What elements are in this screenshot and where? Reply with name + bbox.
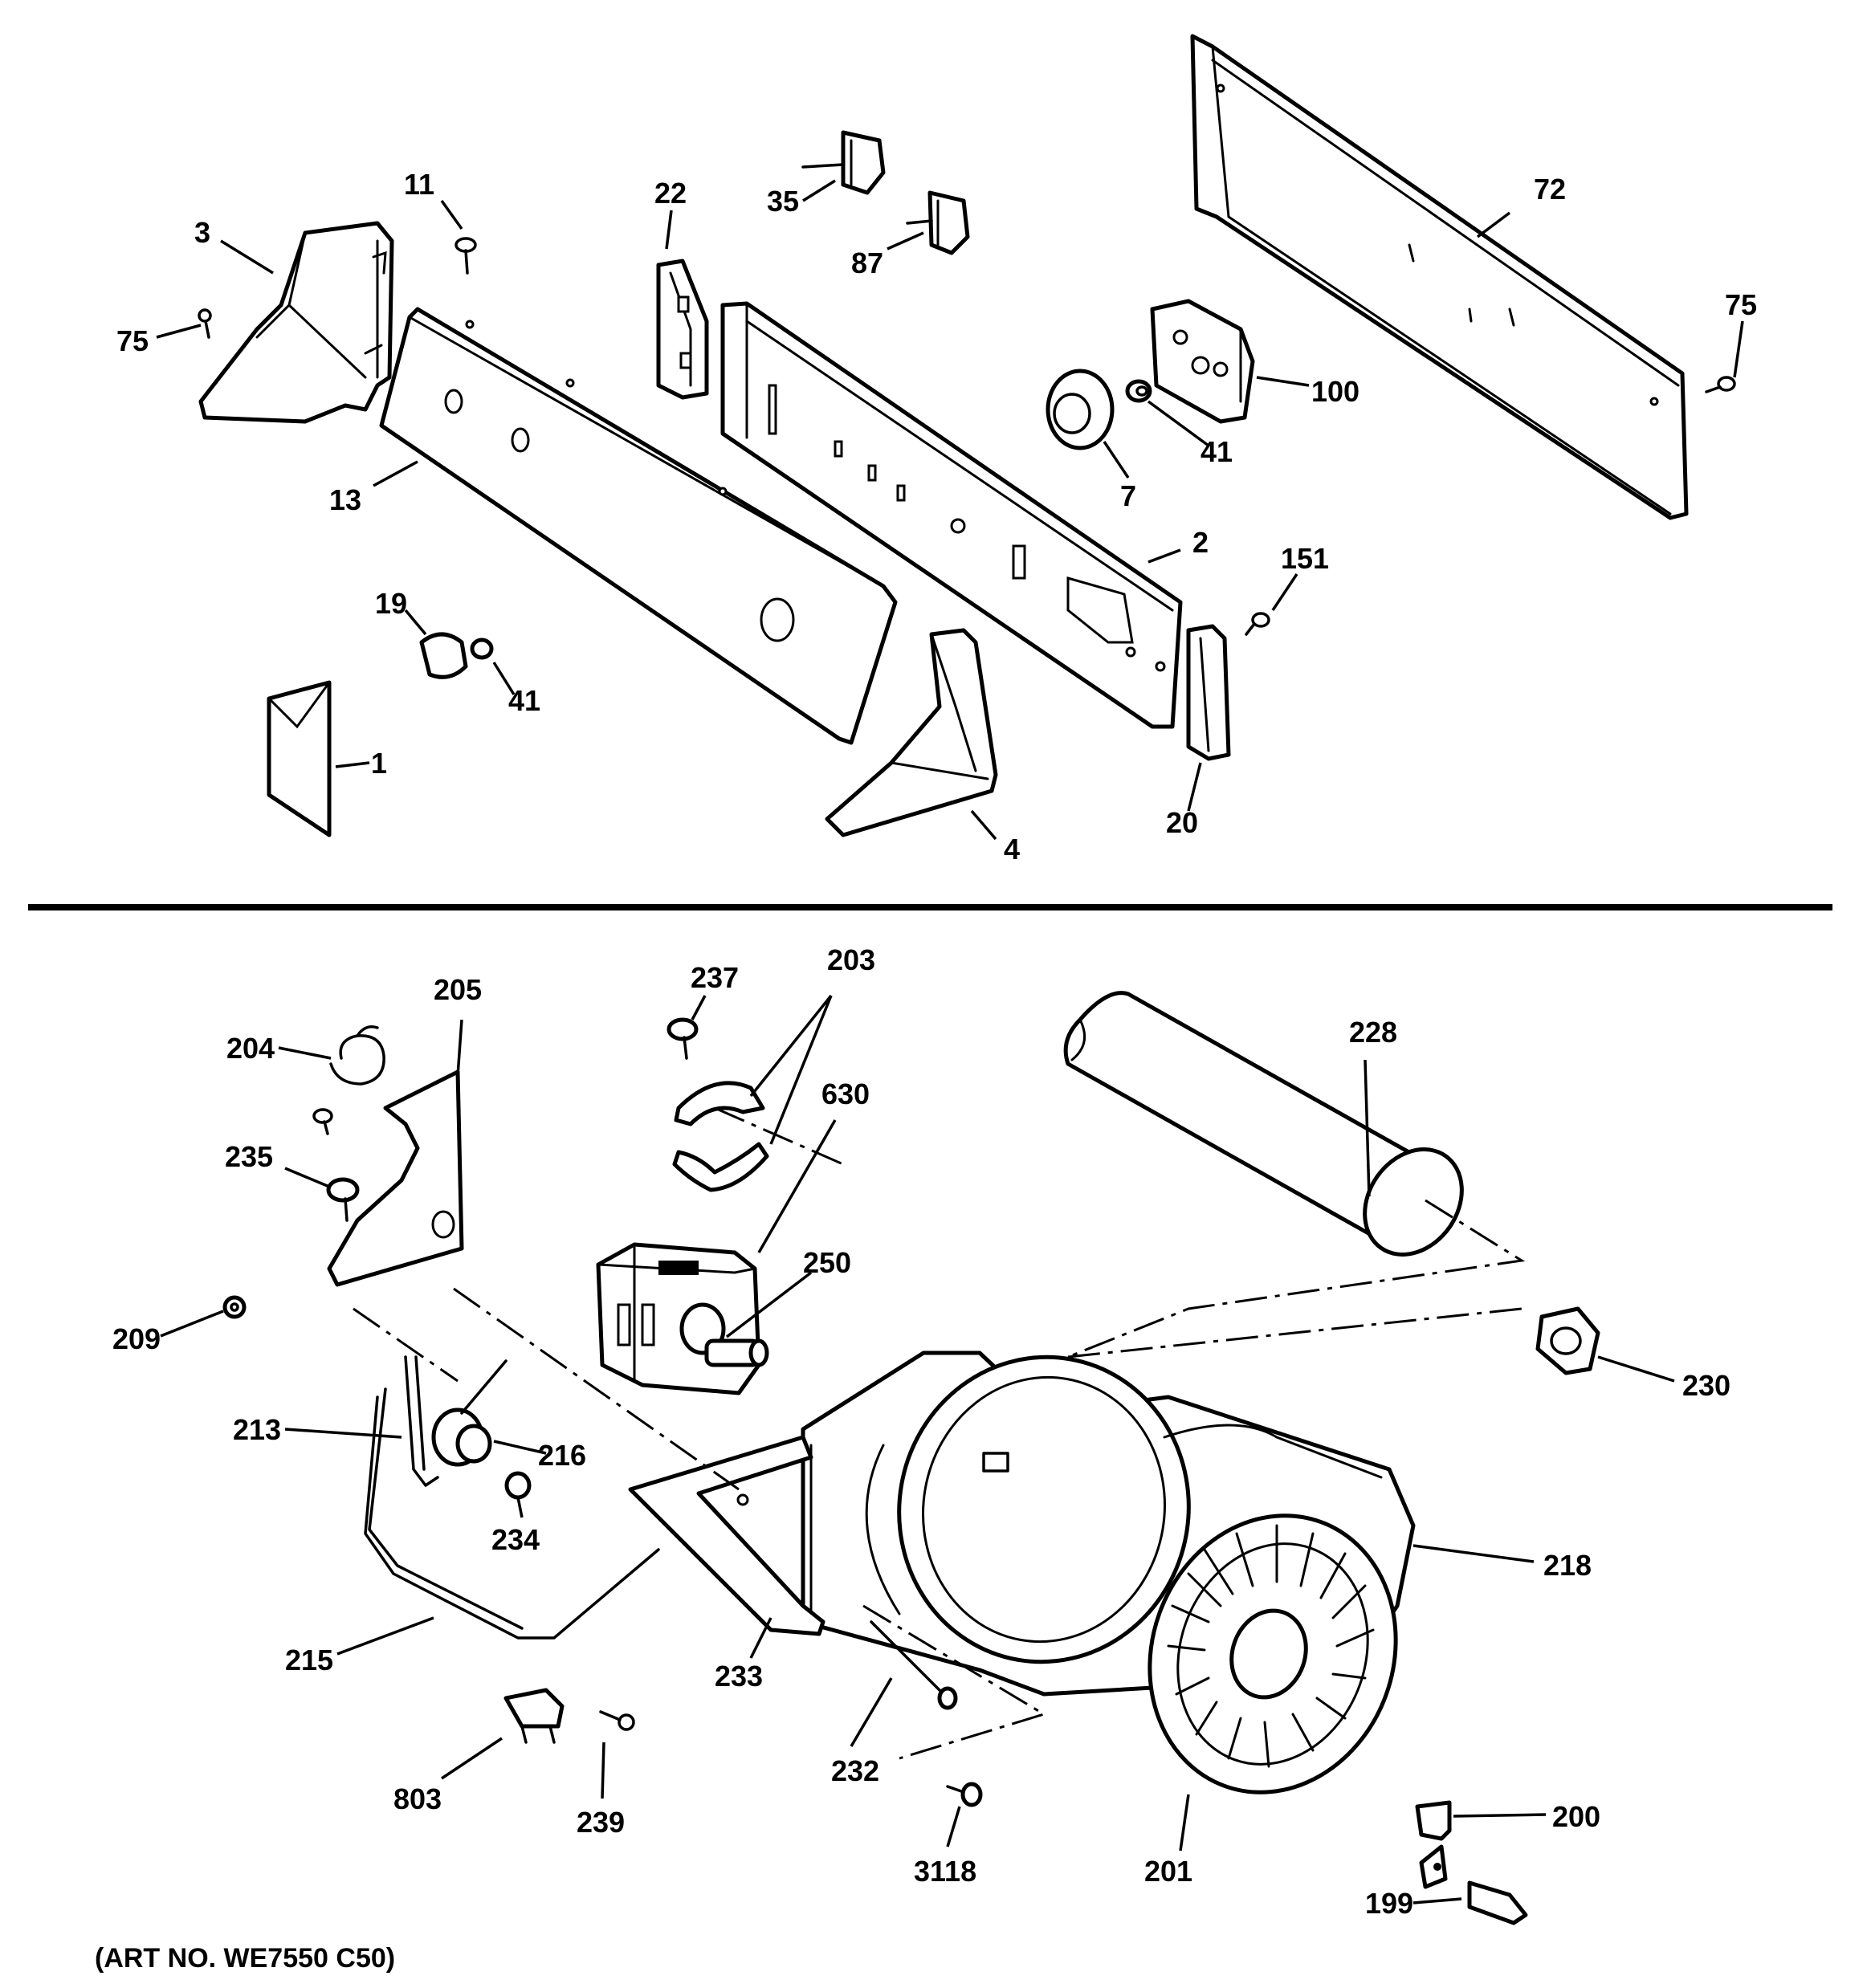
part-72-back-panel xyxy=(1190,34,1689,520)
part-803-connector xyxy=(503,1688,565,1744)
callout-87: 87 xyxy=(851,246,883,279)
part-630-motor xyxy=(596,1242,761,1395)
callout-41-small: 41 xyxy=(508,684,540,717)
callout-13: 13 xyxy=(329,483,361,516)
screw-near-205 xyxy=(312,1108,333,1135)
part-20-bracket xyxy=(1186,624,1231,761)
callout-239: 239 xyxy=(577,1806,625,1839)
callout-1: 1 xyxy=(371,747,387,780)
part-3118-screw xyxy=(946,1782,983,1807)
callout-3118: 3118 xyxy=(914,1855,976,1888)
callout-232: 232 xyxy=(831,1754,879,1787)
part-232-bolt xyxy=(870,1620,958,1710)
callout-216: 216 xyxy=(538,1439,586,1472)
part-237-screw xyxy=(666,1017,699,1060)
part-239-screw xyxy=(599,1710,635,1731)
callout-204: 204 xyxy=(226,1032,275,1065)
part-11-screw xyxy=(455,237,477,275)
part-75-screw-right xyxy=(1705,376,1736,393)
callout-203: 203 xyxy=(827,943,875,976)
callout-213: 213 xyxy=(233,1413,281,1446)
callout-labels: 3 11 22 35 87 72 75 13 7 41 100 2 151 19… xyxy=(112,168,1757,1920)
part-213-idler-bracket xyxy=(404,1355,439,1487)
part-22-bracket xyxy=(656,259,709,400)
callout-209: 209 xyxy=(112,1322,161,1355)
callout-234: 234 xyxy=(491,1523,540,1556)
part-234-nut xyxy=(504,1471,532,1500)
part-2-console-frame xyxy=(720,301,1183,729)
part-205-bracket-plate xyxy=(327,1069,464,1287)
callout-100: 100 xyxy=(1311,375,1359,408)
callout-4: 4 xyxy=(1004,833,1020,866)
callout-75-left: 75 xyxy=(116,324,149,357)
part-100-timer xyxy=(1150,299,1255,424)
callout-215: 215 xyxy=(285,1644,333,1676)
part-209-nut xyxy=(222,1295,247,1319)
part-41-spacer-small xyxy=(470,638,494,660)
assembly-lines xyxy=(353,1106,1526,1760)
art-number-caption: (ART NO. WE7550 C50) xyxy=(95,1943,395,1974)
callout-235: 235 xyxy=(225,1140,273,1173)
callout-630: 630 xyxy=(821,1078,870,1110)
callout-218: 218 xyxy=(1543,1549,1592,1582)
part-75-screw-left xyxy=(198,308,212,339)
callout-leaders xyxy=(156,179,1744,1904)
callout-72: 72 xyxy=(1534,173,1566,206)
callout-205: 205 xyxy=(434,973,482,1006)
part-41-spacer-top xyxy=(1125,379,1152,403)
part-35-switch xyxy=(801,130,886,195)
part-235-screw xyxy=(326,1177,360,1222)
callout-22: 22 xyxy=(654,177,687,210)
part-199-bolt xyxy=(1419,1844,1528,1925)
callout-237: 237 xyxy=(691,961,739,994)
part-203-clamps xyxy=(672,1081,769,1192)
part-19-knob xyxy=(419,632,468,679)
callout-2: 2 xyxy=(1192,526,1209,559)
callout-200: 200 xyxy=(1552,1800,1600,1833)
callout-201: 201 xyxy=(1144,1855,1192,1888)
part-216-pulley xyxy=(431,1359,508,1467)
callout-7: 7 xyxy=(1120,479,1136,512)
part-151-screw xyxy=(1245,612,1270,636)
part-228-duct xyxy=(1063,991,1464,1257)
part-1-literature xyxy=(267,680,332,837)
callout-20: 20 xyxy=(1166,806,1198,839)
callout-11: 11 xyxy=(404,168,434,201)
part-13-control-panel xyxy=(379,307,898,745)
callout-19: 19 xyxy=(375,587,407,620)
callout-199: 199 xyxy=(1365,1887,1413,1920)
part-230-thermostat xyxy=(1535,1306,1600,1375)
callout-803: 803 xyxy=(393,1782,442,1815)
callout-75-right: 75 xyxy=(1725,288,1757,321)
callout-233: 233 xyxy=(715,1660,763,1693)
part-233-base-bracket xyxy=(628,1435,825,1636)
part-250-motor-shaft xyxy=(679,1302,769,1367)
part-3-endcap-left xyxy=(198,221,394,424)
part-4-endcap-right xyxy=(825,628,998,837)
callout-228: 228 xyxy=(1349,1016,1397,1049)
part-201-blower-wheel xyxy=(1148,1513,1398,1794)
part-7-knob xyxy=(1046,369,1115,450)
callout-250: 250 xyxy=(803,1246,851,1279)
part-204-clip xyxy=(329,1025,385,1086)
part-87-switch xyxy=(906,190,970,255)
callout-41-top: 41 xyxy=(1201,435,1233,468)
callout-35: 35 xyxy=(767,185,799,218)
part-215-idler-arm xyxy=(364,1387,660,1640)
callout-230: 230 xyxy=(1682,1369,1730,1402)
callout-151: 151 xyxy=(1281,542,1329,575)
part-200-clip xyxy=(1415,1800,1452,1841)
callout-3: 3 xyxy=(194,216,210,249)
